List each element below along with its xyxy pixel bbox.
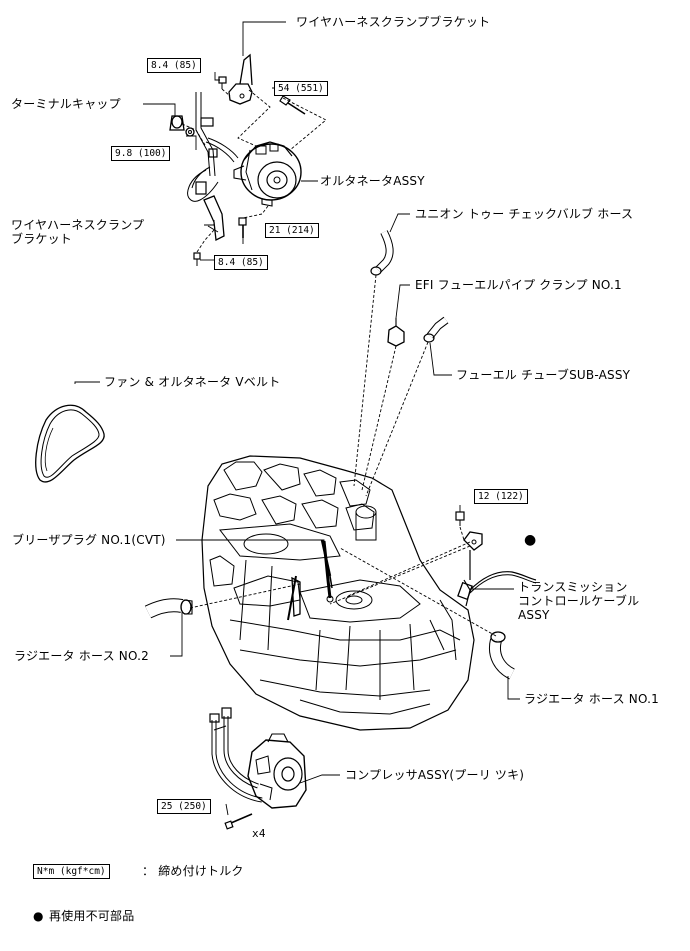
radiator-hose-no1-drawing — [489, 631, 516, 680]
cable-bracket-drawing — [463, 531, 483, 551]
bolt-54-drawing — [279, 95, 306, 115]
legend-non-reusable-text: 再使用不可部品 — [49, 909, 135, 923]
torque-box-25: 25 (250) — [157, 799, 211, 814]
efi-fuel-pipe-clamp-label: EFI フューエルパイプ クランプ NO.1 — [415, 278, 622, 292]
terminal-cap-drawing — [169, 115, 185, 131]
leader-lines — [74, 21, 520, 816]
torque-box-54: 54 (551) — [274, 81, 328, 96]
legend-torque-text: ： 締め付けトルク — [142, 864, 244, 878]
radiator-hose-no1-label: ラジエータ ホース NO.1 — [524, 692, 659, 706]
compressor-hoses-drawing — [209, 707, 263, 803]
breather-plug-drawing — [322, 540, 334, 603]
radiator-hose-no2-label: ラジエータ ホース NO.2 — [14, 649, 149, 663]
legend-unit-box: N*m (kgf*cm) — [33, 864, 110, 879]
breather-plug-label: ブリーザプラグ NO.1(CVT) — [12, 533, 166, 547]
compressor-bolt-quantity: x4 — [252, 827, 266, 840]
alternator-assy-label: オルタネータASSY — [320, 174, 425, 188]
wire-harness-clamp-bracket-top-drawing — [228, 53, 253, 105]
bolt-12-drawing — [455, 511, 465, 526]
fuel-tube-drawing — [423, 316, 449, 343]
bolt-8-4-top-drawing — [218, 76, 227, 89]
engine-block-drawing — [201, 455, 475, 731]
bolt-8-4-bottom-drawing — [193, 252, 201, 266]
wire-harness-clamp-bracket-bottom-label: ワイヤハーネスクランプ ブラケット — [11, 218, 145, 246]
v-belt-drawing — [35, 404, 105, 483]
wire-harness-drawing — [187, 92, 239, 202]
legend-bullet: ● — [33, 909, 44, 923]
torque-box-8-4-top: 8.4 (85) — [147, 58, 201, 73]
efi-fuel-pipe-clamp-drawing — [387, 318, 405, 347]
compressor-assy-label: コンプレッサASSY(プーリ ツキ) — [345, 768, 525, 782]
torque-box-9-8: 9.8 (100) — [111, 146, 171, 161]
non-reusable-marker: ● — [524, 532, 537, 548]
torque-box-8-4-bottom: 8.4 (85) — [214, 255, 268, 270]
alternator-drawing — [233, 141, 302, 207]
wire-harness-clamp-bracket-top-label: ワイヤハーネスクランプブラケット — [296, 15, 491, 29]
assembly-guide-lines — [181, 88, 497, 637]
bolt-25-drawing — [224, 813, 253, 830]
transmission-control-cable-label: トランスミッション コントロールケーブル ASSY — [518, 580, 640, 622]
fuel-tube-sub-assy-label: フューエル チューブSUB-ASSY — [456, 368, 631, 382]
torque-box-21: 21 (214) — [265, 223, 319, 238]
union-to-check-valve-hose-drawing — [370, 230, 394, 276]
nut-9-8-drawing — [185, 127, 195, 137]
bolt-21-drawing — [238, 217, 247, 238]
torque-box-12: 12 (122) — [474, 489, 528, 504]
transmission-control-cable-drawing — [457, 550, 537, 607]
fan-alternator-v-belt-label: ファン & オルタネータ Vベルト — [104, 375, 281, 389]
compressor-drawing — [247, 733, 307, 809]
terminal-cap-label: ターミナルキャップ — [11, 97, 121, 111]
radiator-hose-no2-drawing — [144, 598, 193, 619]
union-to-check-valve-hose-label: ユニオン トゥー チェックバルブ ホース — [415, 207, 634, 221]
wire-harness-clamp-bracket-bottom-drawing — [203, 195, 225, 241]
